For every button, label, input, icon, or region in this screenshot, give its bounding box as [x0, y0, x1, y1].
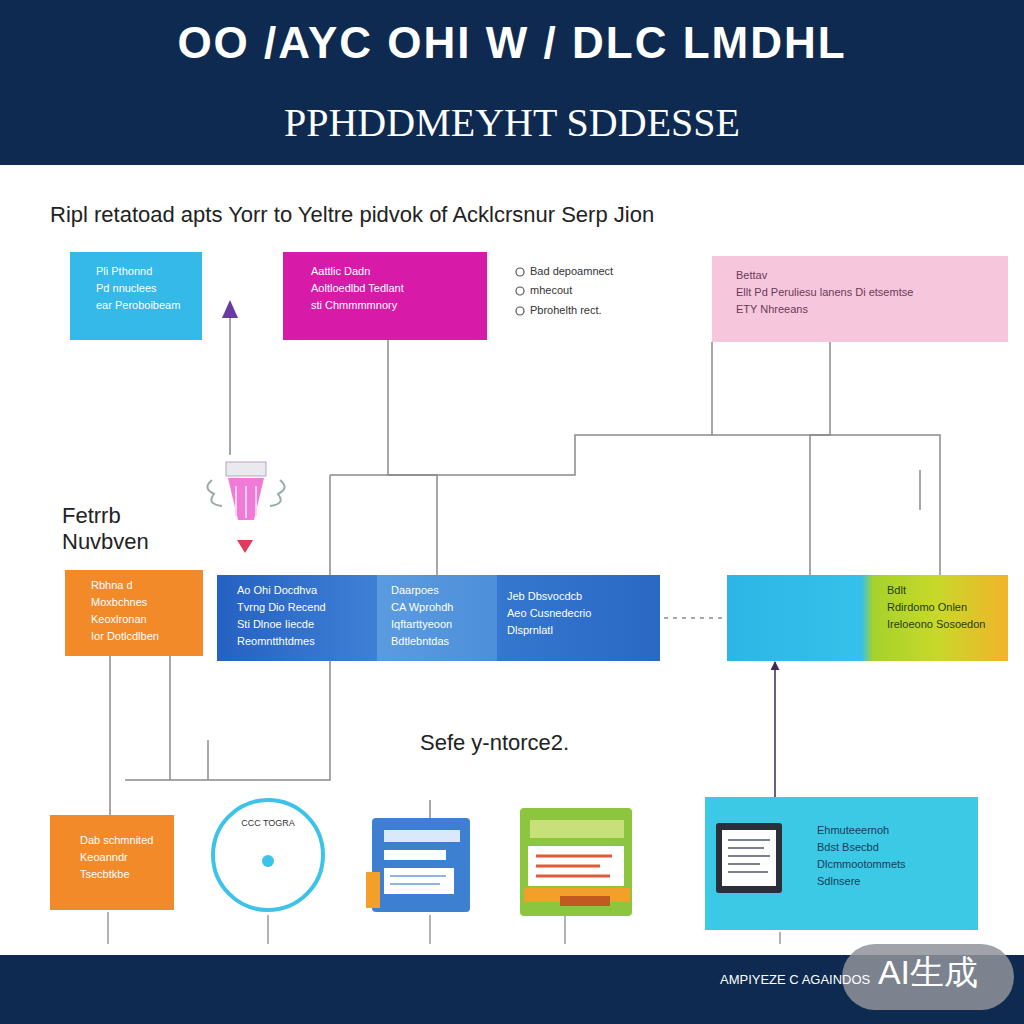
list-item: Bad depoamnect [530, 265, 700, 278]
intro-text: Ripl retatoad apts Yorr to Yeltre pidvok… [50, 202, 950, 227]
process-box: EhmuteeernohBdst BsecbdDlcmmootommetsSdl… [705, 797, 978, 930]
node-text: Reomntthtdmes [237, 634, 371, 649]
node-text: Pd nnuclees [96, 281, 192, 296]
tablet-icon [716, 823, 782, 893]
node-text: Ireloeono Sosoedon [887, 617, 1000, 632]
gradient-band: BdltRdirdomo OnlenIreloeono Sosoedon [727, 575, 1008, 661]
node-text: Ehmuteeernoh [817, 823, 968, 838]
process-box: BettavEllt Pd Peruliesu lanens Di etsemt… [712, 256, 1008, 342]
node-text: Bettav [736, 268, 996, 283]
workspace-icon [520, 808, 632, 916]
process-box: Pli Pthonnd Pd nnuclees ear Peroboibeam [70, 252, 202, 340]
node-text: Bdst Bsecbd [817, 840, 968, 855]
node-text: Sdlnsere [817, 874, 968, 889]
process-box: Rbhna d MoxbchnesKeoxlronanIor Dotlcdlben [65, 570, 203, 656]
node-text: Dlsprnlatl [507, 623, 654, 638]
section-label: Sefe y-ntorce2. [420, 730, 640, 755]
circle-outline [210, 797, 326, 913]
page-title: OO /AYC OHI W / DLC LMDHL [0, 18, 1024, 68]
bottom-ticks [108, 912, 780, 944]
node-text: Keoanndr [80, 850, 168, 865]
panel-ground [705, 797, 978, 930]
node-text: Aoltloedlbd Tedlant [311, 281, 477, 296]
connector [109, 656, 111, 815]
list-bullets [516, 268, 524, 315]
node-text: Keoxlronan [91, 612, 195, 627]
list-item: Pbrohelth rect. [530, 304, 700, 317]
node-text: Aeo Cusnedecrio [507, 606, 654, 621]
arrow-head [222, 300, 238, 318]
node-text: Bdlt [887, 583, 1000, 598]
node-text: Aattlic Dadn [311, 264, 477, 279]
band-segment: Daarpoes CA WprohdhIqftarttyeoonBdtlebntd… [377, 575, 497, 661]
connector [664, 617, 723, 619]
node-text: Ellt Pd Peruliesu lanens Di etsemtse [736, 285, 996, 300]
node-text: Tsecbtkbe [80, 867, 168, 882]
center-dot [262, 855, 274, 867]
connector [810, 342, 830, 575]
node-text: Dab schmnited [80, 833, 168, 848]
node-text: Moxbchnes [91, 595, 195, 610]
section-label: Fetrrb Nuvbven [62, 503, 182, 556]
circle-shape [213, 800, 323, 910]
connector [774, 662, 776, 797]
document-icon [366, 818, 470, 912]
node-text: CA Wprohdh [391, 600, 491, 615]
node-text: Rdirdomo Onlen [887, 600, 1000, 615]
node-text: Pli Pthonnd [96, 264, 192, 279]
node-text: Bdtlebntdas [391, 634, 491, 649]
watermark: AI生成 [842, 953, 1014, 992]
funnel-icon [207, 462, 284, 553]
node-text: ear Peroboibeam [96, 298, 192, 313]
node-text: ETY Nhreeans [736, 302, 996, 317]
process-box: Dab schmnitedKeoanndrTsecbtkbe [50, 815, 174, 910]
node-text: CCC TOGRA [220, 817, 316, 829]
band-segment: Jeb DbsvocdcbAeo CusnedecrioDlsprnlatl [497, 575, 660, 661]
circle-node: CCC TOGRA [210, 797, 326, 913]
node-text: Tvrng Dio Recend [237, 600, 371, 615]
header-band [0, 0, 1024, 165]
node-text: Iqftarttyeoon [391, 617, 491, 632]
node-text: Jeb Dbsvocdcb [507, 589, 654, 604]
connector [388, 340, 437, 575]
list-item: mhecout [530, 284, 700, 297]
node-text: Ao Ohi Docdhva [237, 583, 371, 598]
node-text: Ior Dotlcdlben [91, 629, 195, 644]
node-text: Dlcmmootommets [817, 857, 968, 872]
band-segment: Ao Ohi DocdhvaTvrng Dio RecendSti Dlnoe … [217, 575, 377, 661]
bus-lines [125, 312, 940, 818]
node-text: sti Chmmmmnory [311, 298, 477, 313]
node-text: Sti Dlnoe Iiecde [237, 617, 371, 632]
node-text: Rbhna d [91, 578, 195, 593]
process-box: Aattlic DadnAoltloedlbd Tedlant sti Chmmm… [283, 252, 487, 340]
subtitle: PPHDDMEYHT SDDESSE [0, 100, 1024, 146]
node-text: Daarpoes [391, 583, 491, 598]
